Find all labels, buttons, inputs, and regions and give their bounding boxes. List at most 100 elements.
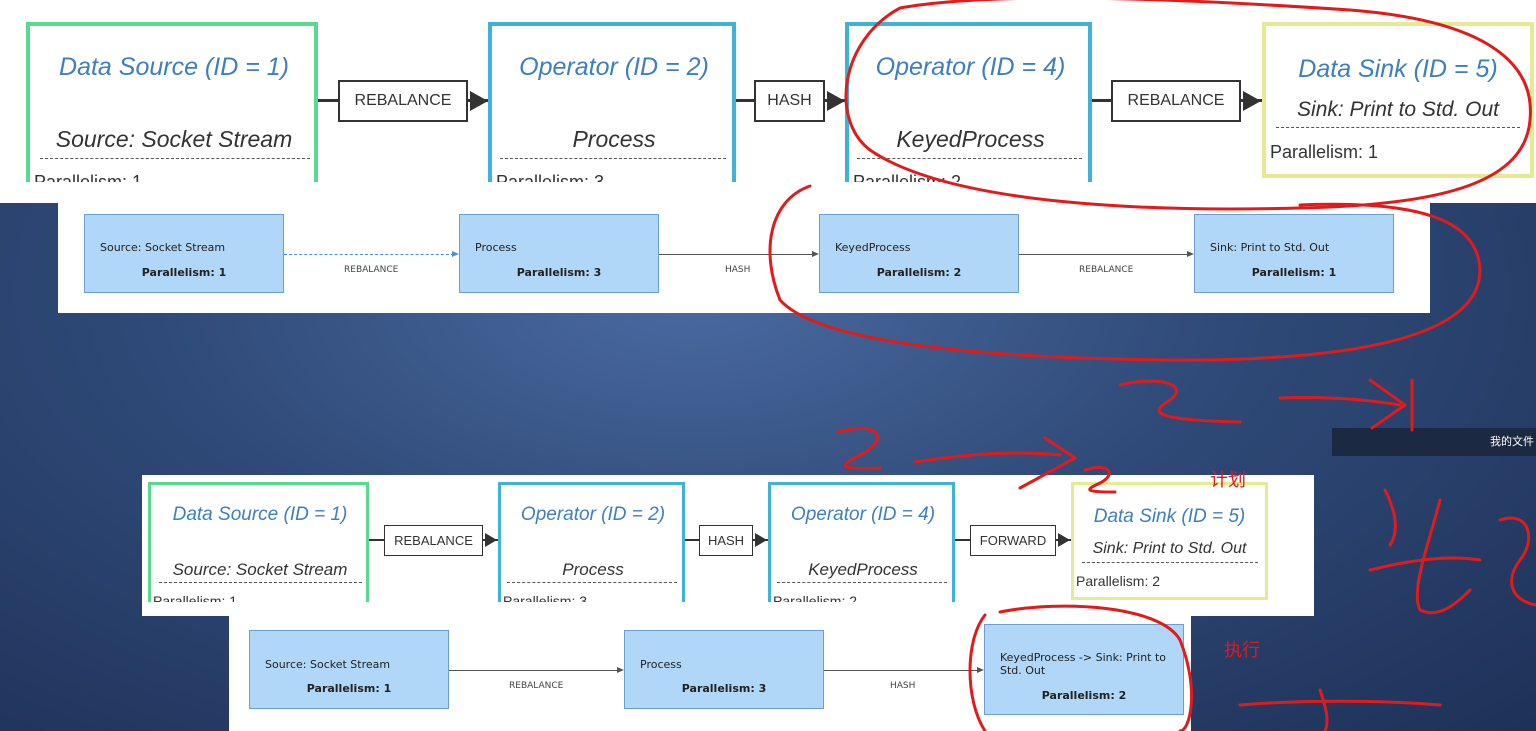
- divider: [1276, 127, 1520, 128]
- exec1-edge: [1019, 254, 1189, 255]
- ink-digit-2a: [1118, 379, 1242, 424]
- plan1-node-title: Data Sink (ID = 5): [1298, 55, 1498, 83]
- arrow-head-icon: [827, 91, 845, 111]
- divider: [777, 582, 947, 583]
- exec1-node-sink[interactable]: Sink: Print to Std. Out Parallelism: 1: [1194, 214, 1394, 293]
- exec1-node-parallelism: Parallelism: 3: [516, 266, 602, 279]
- plan2-edge-label[interactable]: HASH: [699, 525, 753, 556]
- plan2-node-name: Process: [562, 560, 624, 579]
- plan2-edge-label[interactable]: REBALANCE: [384, 525, 483, 556]
- exec1-edge: [659, 254, 814, 255]
- plan2-node-name: Sink: Print to Std. Out: [1092, 540, 1247, 557]
- arrow-head-icon: [812, 251, 819, 257]
- plan2-node-process[interactable]: Operator (ID = 2) Process Parallelism: 3: [498, 482, 685, 602]
- exec2-node-name: Process: [640, 658, 682, 671]
- exec2-edge: [824, 670, 979, 671]
- plan2-node-name: Source: Socket Stream: [172, 560, 348, 579]
- exec2-edge: [449, 670, 619, 671]
- ink-arrow-1: [1278, 378, 1407, 430]
- exec1-edge-label: HASH: [725, 265, 751, 275]
- arrow-head-icon: [755, 533, 767, 547]
- arrow-head-icon: [485, 533, 497, 547]
- plan1-node-sink[interactable]: Data Sink (ID = 5) Sink: Print to Std. O…: [1262, 22, 1534, 178]
- plan1-edge-label[interactable]: REBALANCE: [1111, 80, 1241, 122]
- exec1-node-name: Process: [475, 241, 517, 254]
- exec2-node-parallelism: Parallelism: 3: [681, 682, 767, 695]
- exec2-edge-label: HASH: [890, 681, 916, 691]
- exec1-edge-dashed: [284, 254, 454, 255]
- exec-graph-2: Source: Socket Stream Parallelism: 1 Pro…: [229, 615, 1191, 731]
- plan1-node-title: Operator (ID = 4): [875, 53, 1066, 81]
- plan-graph-1: Data Source (ID = 1) Source: Socket Stre…: [0, 0, 1536, 203]
- divider: [857, 158, 1082, 159]
- annotation-plan: 计划: [1210, 470, 1246, 491]
- plan2-node-title: Data Sink (ID = 5): [1093, 506, 1246, 527]
- plan1-node-name: Source: Socket Stream: [55, 126, 293, 152]
- side-window-tab[interactable]: 我的文件: [1332, 428, 1536, 456]
- plan1-node-source[interactable]: Data Source (ID = 1) Source: Socket Stre…: [26, 22, 318, 182]
- plan2-node-parallelism: Parallelism: 1: [153, 593, 238, 602]
- arrow-head-icon: [977, 667, 984, 673]
- ink-scribble-2: [1498, 516, 1536, 607]
- exec1-edge-label: REBALANCE: [1079, 265, 1134, 275]
- exec2-node-process[interactable]: Process Parallelism: 3: [624, 630, 824, 709]
- plan2-node-source[interactable]: Data Source (ID = 1) Source: Socket Stre…: [148, 482, 369, 602]
- exec2-node-parallelism: Parallelism: 1: [306, 682, 392, 695]
- plan1-node-title: Data Source (ID = 1): [59, 53, 289, 81]
- plan2-node-sink[interactable]: Data Sink (ID = 5) Sink: Print to Std. O…: [1071, 482, 1268, 600]
- plan1-node-name: Sink: Print to Std. Out: [1297, 98, 1499, 121]
- exec2-node-name: Source: Socket Stream: [265, 658, 391, 671]
- plan1-node-parallelism: Parallelism: 2: [853, 172, 962, 182]
- divider: [1082, 562, 1258, 563]
- exec1-node-name: KeyedProcess: [835, 241, 911, 254]
- exec2-node-parallelism: Parallelism: 2: [1041, 689, 1127, 702]
- divider: [507, 582, 677, 583]
- arrow-head-icon: [1187, 251, 1194, 257]
- plan1-node-keyedprocess[interactable]: Operator (ID = 4) KeyedProcess Paralleli…: [845, 22, 1092, 182]
- exec1-node-source[interactable]: Source: Socket Stream Parallelism: 1: [84, 214, 284, 293]
- exec2-edge-label: REBALANCE: [509, 681, 564, 691]
- arrow-head-icon: [617, 667, 624, 673]
- ink-scribble-1: [1368, 488, 1482, 615]
- ink-digit-2b: [836, 426, 882, 470]
- exec2-node-source[interactable]: Source: Socket Stream Parallelism: 1: [249, 630, 449, 709]
- plan1-node-title: Operator (ID = 2): [519, 53, 709, 81]
- divider: [40, 158, 310, 159]
- divider: [500, 158, 726, 159]
- plan2-node-parallelism: Parallelism: 3: [503, 593, 588, 602]
- arrow-head-icon: [1243, 91, 1261, 111]
- exec1-node-keyedprocess[interactable]: KeyedProcess Parallelism: 2: [819, 214, 1019, 293]
- exec1-edge-label: REBALANCE: [344, 265, 399, 275]
- ink-scribble-3: [1238, 688, 1442, 731]
- plan1-node-process[interactable]: Operator (ID = 2) Process Parallelism: 3: [488, 22, 736, 182]
- plan2-node-title: Operator (ID = 4): [790, 504, 936, 525]
- exec1-node-name: Source: Socket Stream: [100, 241, 226, 254]
- plan2-node-title: Data Source (ID = 1): [172, 504, 348, 525]
- exec1-node-name: Sink: Print to Std. Out: [1210, 241, 1330, 254]
- exec1-node-parallelism: Parallelism: 2: [876, 266, 962, 279]
- plan1-node-name: KeyedProcess: [896, 126, 1045, 152]
- plan1-node-parallelism: Parallelism: 1: [1270, 142, 1379, 162]
- exec1-node-parallelism: Parallelism: 1: [141, 266, 227, 279]
- divider: [159, 582, 362, 583]
- plan2-node-keyedprocess[interactable]: Operator (ID = 4) KeyedProcess Paralleli…: [768, 482, 955, 602]
- exec1-node-parallelism: Parallelism: 1: [1251, 266, 1337, 279]
- annotation-execute: 执行: [1224, 640, 1260, 661]
- arrow-head-icon: [1058, 533, 1070, 547]
- plan2-edge-label[interactable]: FORWARD: [970, 525, 1056, 556]
- plan-graph-2: Data Source (ID = 1) Source: Socket Stre…: [142, 475, 1314, 616]
- plan2-node-name: KeyedProcess: [808, 560, 918, 579]
- exec2-node-name: KeyedProcess -> Sink: Print to Std. Out: [1000, 651, 1167, 677]
- plan1-edge-label[interactable]: REBALANCE: [338, 80, 468, 122]
- plan2-node-parallelism: Parallelism: 2: [1076, 573, 1161, 589]
- exec2-node-chained[interactable]: KeyedProcess -> Sink: Print to Std. Out …: [984, 624, 1184, 715]
- plan1-node-parallelism: Parallelism: 1: [34, 172, 143, 182]
- plan1-node-name: Process: [572, 126, 656, 152]
- exec1-node-process[interactable]: Process Parallelism: 3: [459, 214, 659, 293]
- plan1-node-parallelism: Parallelism: 3: [496, 172, 605, 182]
- exec-graph-1: Source: Socket Stream Parallelism: 1 Pro…: [58, 201, 1430, 313]
- arrow-head-icon: [470, 91, 488, 111]
- plan2-node-parallelism: Parallelism: 2: [773, 593, 858, 602]
- plan1-edge-label[interactable]: HASH: [754, 80, 825, 122]
- plan2-node-title: Operator (ID = 2): [520, 504, 666, 525]
